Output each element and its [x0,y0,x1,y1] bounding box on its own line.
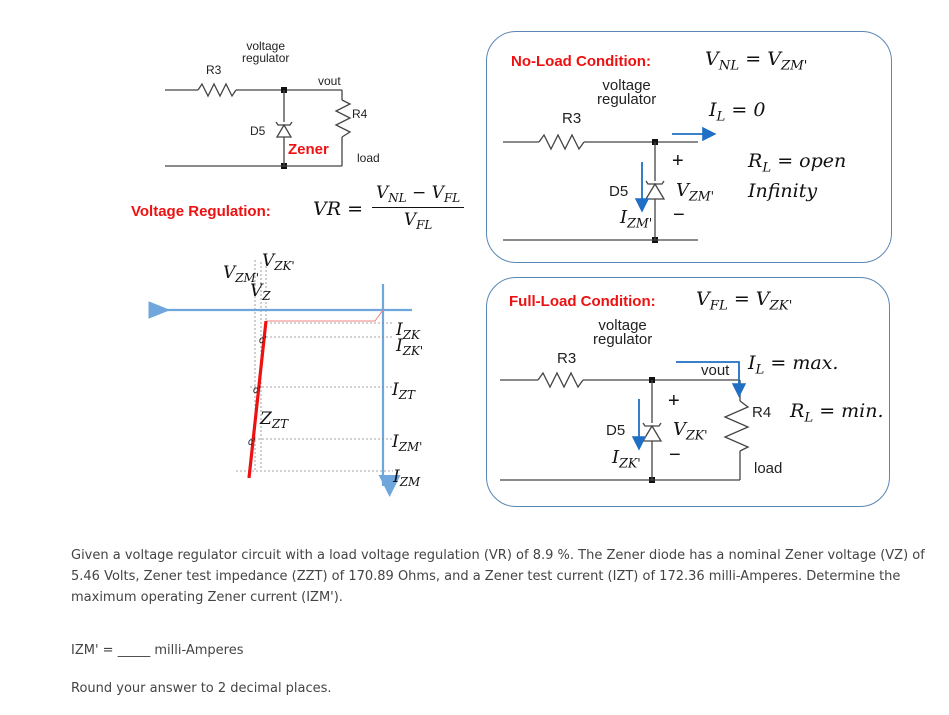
no-load-circuit [503,126,717,243]
svg-text:c': c' [253,385,261,396]
vr-lhs: VR = [313,198,363,220]
no-load-equation: VNL = VZM' [705,48,808,74]
main-circuit-wires [165,82,352,169]
full-load-izk-prime: IZK' [612,447,641,471]
izk-prime-label: IZK' [396,336,424,359]
answer-blank[interactable]: _____ [117,643,151,658]
full-load-circuit [500,361,750,483]
izt-label: IZT [392,380,415,403]
curve-graphic: c' c' c' [148,260,412,497]
zzt-label: ZZT [260,409,289,432]
full-load-load-label: load [754,460,783,477]
vz-label: VZ [250,281,271,304]
full-load-voltage-regulator-label: voltage regulator [593,317,653,348]
full-load-vzk-prime: VZK' [673,419,708,443]
breakdown-curve [247,320,268,479]
vr-numerator: VNL − VFL [372,183,465,209]
answer-unit: milli-Amperes [154,643,244,658]
load-label: load [357,151,380,165]
title-line-1: voltage [598,317,647,334]
svg-text:c': c' [248,437,256,448]
r3-label: R3 [206,63,222,77]
vout-label: vout [318,74,341,88]
zener-diode-symbol [641,424,663,442]
title-line-1: voltage [602,77,651,94]
full-load-minus: − [669,444,681,466]
zener-diode-symbol [644,182,666,200]
full-load-r3-label: R3 [557,350,577,367]
vzm-prime-label: VZM' [223,263,259,286]
vzk-prime-label: VZK' [262,251,295,274]
no-load-plus: + [672,150,684,172]
r4-resistor-symbol [334,99,352,138]
no-load-r3-label: R3 [562,110,582,127]
title-line-2: regulator [597,91,657,108]
no-load-box [486,31,892,263]
d5-label: D5 [250,124,266,138]
rounding-note: Round your answer to 2 decimal places. [71,681,332,696]
izm-label: IZM [393,467,421,490]
vr-denominator: VFL [403,210,433,233]
il-arrow [676,361,747,398]
no-load-title: No-Load Condition: [511,53,651,70]
no-load-voltage-regulator-label: voltage regulator [597,77,657,108]
answer-line: IZM' = _____ milli-Amperes [71,643,244,658]
full-load-plus: + [668,390,680,412]
full-load-equation: VFL = VZK' [696,288,793,314]
full-load-r4-label: R4 [752,404,772,421]
no-load-d5-label: D5 [609,183,629,200]
full-load-title: Full-Load Condition: [509,293,656,310]
zener-label: Zener [288,141,329,158]
title-line-2: regulator [242,51,290,65]
full-load-box [486,277,890,507]
no-load-minus: − [673,204,685,226]
no-load-vzm-prime: VZM' [676,180,715,204]
voltage-regulation-label: Voltage Regulation: [131,203,271,220]
no-load-infinity-label: Infinity [748,180,818,202]
no-load-rl-label: RL = open [748,150,847,176]
vr-fraction: VNL − VFL VFL [372,183,465,233]
full-load-rl-label: RL = min. [790,400,884,426]
izm-prime-label: IZM' [392,432,423,455]
no-load-izm-prime: IZM' [620,207,653,231]
r4-label: R4 [352,107,368,121]
r3-resistor-symbol [537,371,584,389]
no-load-il-label: IL = 0 [709,99,766,125]
full-load-il-label: IL = max. [748,352,839,378]
full-load-vout-label: vout [701,362,730,379]
r3-resistor-symbol [538,133,585,151]
title-line-2: regulator [593,331,653,348]
r3-resistor-symbol [197,82,237,98]
answer-prefix: IZM' = [71,643,114,658]
full-load-d5-label: D5 [606,422,626,439]
title-line-1: voltage [246,39,286,53]
r4-resistor-symbol [723,400,750,452]
svg-text:c': c' [259,335,267,346]
main-circuit-title: voltage regulator [242,40,289,64]
izk-label: IZK [396,320,420,343]
question-paragraph: Given a voltage regulator circuit with a… [71,548,925,605]
